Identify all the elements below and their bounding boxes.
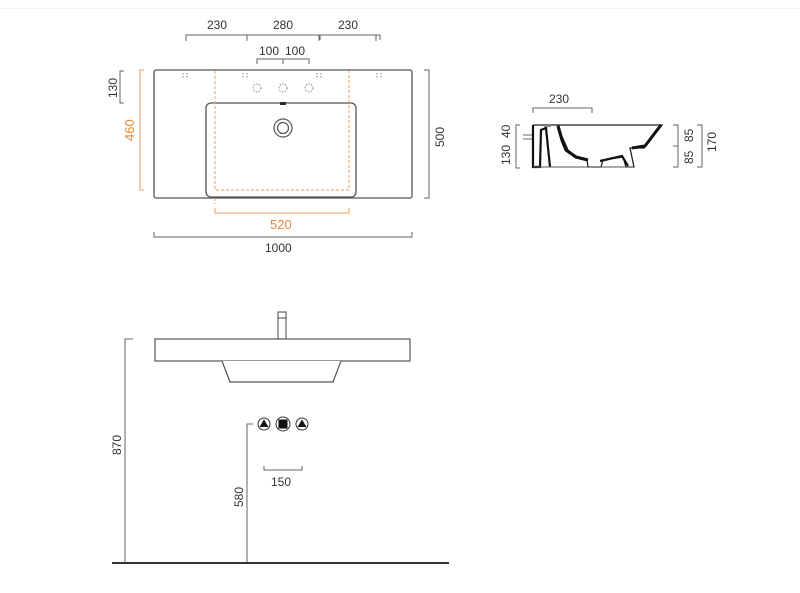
tap-hole-center xyxy=(278,83,288,93)
basin-underside xyxy=(221,360,342,383)
dim-100-right: 100 xyxy=(285,44,305,58)
top-border xyxy=(0,0,800,9)
dim-230-section: 230 xyxy=(549,92,569,106)
top-dimension-chain: 230 280 230 xyxy=(185,18,381,41)
tap-holes xyxy=(252,83,314,93)
dim-870: 870 xyxy=(110,435,124,455)
front-elevation-view: 870 580 150 xyxy=(110,311,449,564)
tap-spacing-dimension: 100 100 xyxy=(256,44,310,64)
dim-580: 580 xyxy=(232,487,246,507)
left-dimensions: 130 460 xyxy=(106,69,144,191)
dim-230-left: 230 xyxy=(207,18,227,32)
supply-connections xyxy=(257,416,309,432)
drain-inner xyxy=(276,121,290,135)
overflow-slot xyxy=(280,102,286,105)
right-dimension: 500 xyxy=(424,69,447,199)
top-view: 230 280 230 100 100 130 460 xyxy=(106,18,447,255)
dim-85-top: 85 xyxy=(682,128,696,142)
overall-width-dimension: 1000 xyxy=(153,232,413,255)
dim-40: 40 xyxy=(499,124,513,138)
dim-520: 520 xyxy=(270,217,292,232)
dim-1000: 1000 xyxy=(265,241,292,255)
tap-hole-left xyxy=(252,83,262,93)
dim-100-left: 100 xyxy=(259,44,279,58)
side-section-view: 230 40 130 85 85 170 xyxy=(499,92,719,169)
basin-width-dimension: 520 xyxy=(214,208,350,232)
dim-150: 150 xyxy=(271,475,291,489)
dim-85-bottom: 85 xyxy=(682,150,696,164)
dim-130-section: 130 xyxy=(499,145,513,165)
dim-500: 500 xyxy=(433,127,447,147)
faucet xyxy=(277,311,287,340)
dim-280: 280 xyxy=(273,18,293,32)
dim-130: 130 xyxy=(106,78,120,98)
hot-water-supply-icon xyxy=(257,417,271,431)
dim-230-right: 230 xyxy=(338,18,358,32)
waste-outlet-icon xyxy=(275,416,291,432)
dim-170: 170 xyxy=(705,132,719,152)
washbasin-slab xyxy=(154,338,411,362)
basin-bowl xyxy=(205,102,357,198)
cold-water-supply-icon xyxy=(295,417,309,431)
tap-hole-right xyxy=(304,83,314,93)
dim-460: 460 xyxy=(122,119,137,141)
cutout-outline xyxy=(214,71,350,191)
